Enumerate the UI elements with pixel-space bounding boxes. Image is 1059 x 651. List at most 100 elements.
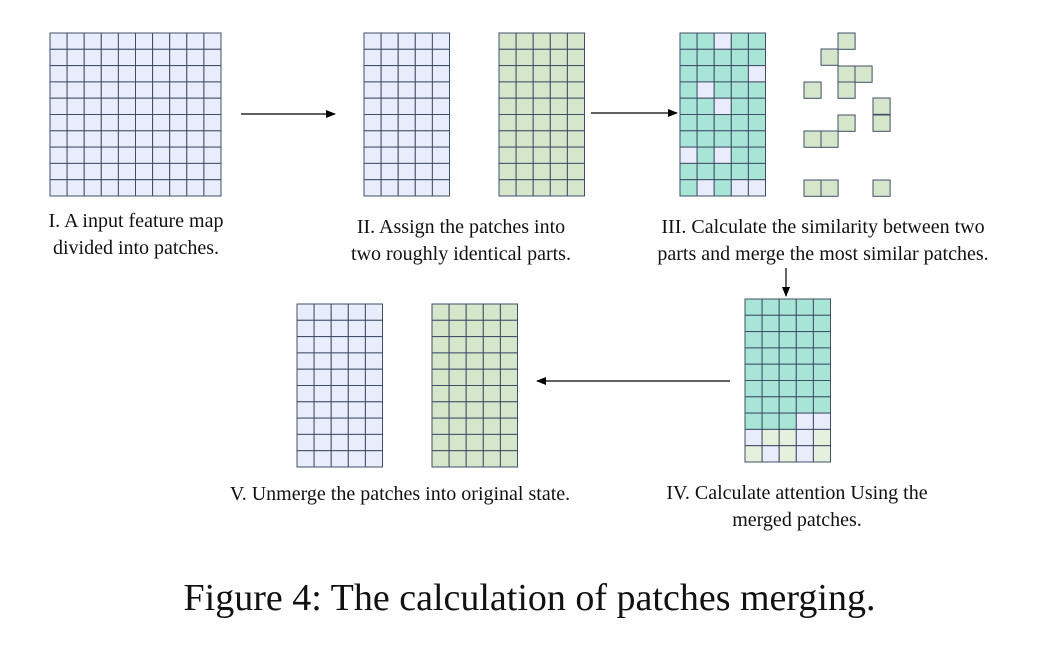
unmerged-part-a-grid-patch [364, 352, 383, 370]
similarity-grid-patch [696, 162, 715, 181]
input-feature-map-patch [100, 179, 119, 197]
merged-grid-patch [795, 298, 814, 316]
input-feature-map-patch [83, 179, 102, 197]
unmerged-part-b-grid-patch [448, 450, 467, 468]
merged-grid-patch [761, 331, 780, 349]
part-a-grid-patch [397, 179, 416, 197]
part-b-grid-patch [532, 130, 551, 148]
merged-grid-patch [812, 347, 832, 365]
unmerged-part-b-grid-patch [482, 417, 501, 435]
input-feature-map-patch [83, 146, 102, 164]
input-feature-map-patch [49, 81, 68, 99]
part-a-grid-patch [380, 162, 399, 181]
part-b-grid-patch [532, 162, 551, 181]
part-a-grid-patch [380, 130, 399, 148]
part-b-grid-patch [549, 146, 568, 164]
unmerged-part-a-grid-patch [330, 401, 349, 419]
input-feature-map-patch [152, 146, 171, 164]
input-feature-map-patch [135, 130, 154, 148]
similarity-grid-patch [747, 130, 767, 148]
input-feature-map-patch [66, 162, 85, 181]
similarity-grid-patch [679, 179, 698, 197]
unmerged-part-a-grid-patch [330, 450, 349, 468]
part-b-grid-patch [515, 179, 534, 197]
input-feature-map-patch [66, 179, 85, 197]
part-a-grid-patch [414, 130, 433, 148]
input-feature-map-patch [100, 48, 119, 67]
part-a-grid-patch [414, 48, 433, 67]
input-feature-map-patch [49, 97, 68, 115]
unmerged-part-a-grid-patch [347, 336, 366, 354]
merged-grid-patch [761, 347, 780, 365]
merged-grid-patch [744, 331, 763, 349]
merged-grid-patch [812, 314, 832, 333]
step-5-label: V. Unmerge the patches into original sta… [190, 481, 610, 508]
part-b-grid-patch [566, 81, 586, 99]
unmerged-part-a-grid-patch [296, 385, 315, 403]
part-a-grid-patch [431, 146, 450, 164]
input-feature-map-patch [169, 32, 188, 50]
input-feature-map-patch [117, 81, 137, 99]
input-feature-map-patch [66, 65, 85, 83]
part-a-grid-patch [380, 65, 399, 83]
input-feature-map-patch [152, 130, 171, 148]
similarity-grid-patch [713, 97, 732, 115]
similarity-grid-patch [696, 81, 715, 99]
input-feature-map-patch [169, 179, 188, 197]
input-feature-map-patch [117, 146, 137, 164]
similarity-grid-patch [747, 32, 767, 50]
merged-grid-patch [812, 380, 832, 398]
part-a-grid-patch [363, 81, 382, 99]
input-feature-map-patch [100, 65, 119, 83]
merged-grid-patch [761, 445, 780, 463]
similarity-grid-patch [747, 114, 767, 132]
unmerged-part-a-grid-patch [330, 303, 349, 321]
unmerged-part-a-grid-patch [296, 368, 315, 387]
unmatched-patch [872, 114, 891, 132]
unmerged-part-b-grid-patch [431, 450, 450, 468]
input-feature-map-patch [135, 179, 154, 197]
similarity-grid-patch [696, 179, 715, 197]
input-feature-map-patch [135, 65, 154, 83]
unmerged-part-b-grid-patch [482, 352, 501, 370]
part-a-grid-patch [414, 179, 433, 197]
part-a-grid-patch [380, 146, 399, 164]
input-feature-map-patch [203, 114, 222, 132]
similarity-grid-patch [679, 32, 698, 50]
input-feature-map-patch [117, 32, 137, 50]
input-feature-map-patch [186, 48, 205, 67]
input-feature-map-patch [135, 48, 154, 67]
part-a-grid-patch [397, 162, 416, 181]
input-feature-map-patch [117, 162, 137, 181]
unmerged-part-b-grid-patch [482, 401, 501, 419]
unmatched-patch [872, 179, 891, 197]
part-b-grid-patch [549, 81, 568, 99]
input-feature-map-patch [49, 146, 68, 164]
input-feature-map-patch [203, 162, 222, 181]
part-a-grid-patch [380, 114, 399, 132]
unmerged-part-a-grid-patch [313, 319, 332, 338]
part-a-grid-patch [397, 114, 416, 132]
unmatched-patch [854, 65, 873, 83]
input-feature-map-patch [186, 97, 205, 115]
unmerged-part-a-grid-patch [330, 352, 349, 370]
part-a-grid-patch [431, 65, 450, 83]
unmatched-patch [803, 81, 822, 99]
unmerged-part-a-grid-patch [296, 433, 315, 452]
input-feature-map-patch [186, 162, 205, 181]
step-3-line-2: parts and merge the most similar patches… [657, 243, 989, 265]
step-4-line-1: IV. Calculate attention Using the [666, 482, 928, 504]
similarity-grid-patch [730, 48, 749, 67]
unmerged-part-b-grid-patch [465, 352, 484, 370]
merged-grid-patch [744, 428, 763, 447]
unmerged-part-a-grid-patch [330, 319, 349, 338]
input-feature-map-patch [49, 114, 68, 132]
unmatched-patch [837, 114, 856, 132]
unmerged-part-b-grid-patch [465, 450, 484, 468]
unmerged-part-b-grid-patch [465, 368, 484, 387]
unmerged-part-b-grid-patch [482, 368, 501, 387]
input-feature-map-patch [203, 146, 222, 164]
step-1-line-1: I. A input feature map [48, 210, 224, 232]
part-b-grid-patch [532, 81, 551, 99]
unmerged-part-b-grid-patch [431, 417, 450, 435]
